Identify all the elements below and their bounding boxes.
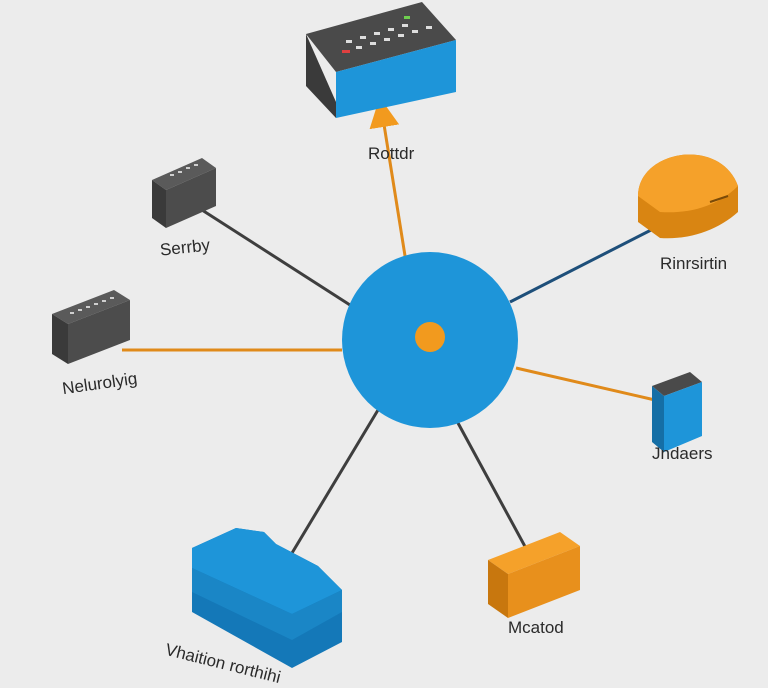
link-device <box>515 366 656 402</box>
label-router: Rottdr <box>368 144 415 163</box>
label-device: Jndaers <box>652 444 713 463</box>
connections <box>122 97 656 569</box>
cloud-icon <box>638 154 738 239</box>
router-icon <box>306 2 456 118</box>
storage-icon <box>192 528 342 668</box>
switch-icon <box>52 290 130 364</box>
link-storage <box>281 409 380 569</box>
module-icon <box>488 532 580 618</box>
hub-core <box>415 322 445 352</box>
device-icon <box>652 372 702 452</box>
link-module <box>456 422 530 553</box>
link-router <box>369 97 408 263</box>
label-module: Mcatod <box>508 618 564 637</box>
label-cloud: Rinrsirtin <box>660 254 728 273</box>
server-icon <box>152 158 216 228</box>
link-server <box>201 208 351 307</box>
hub-node <box>342 252 518 428</box>
link-cloud <box>509 226 656 304</box>
